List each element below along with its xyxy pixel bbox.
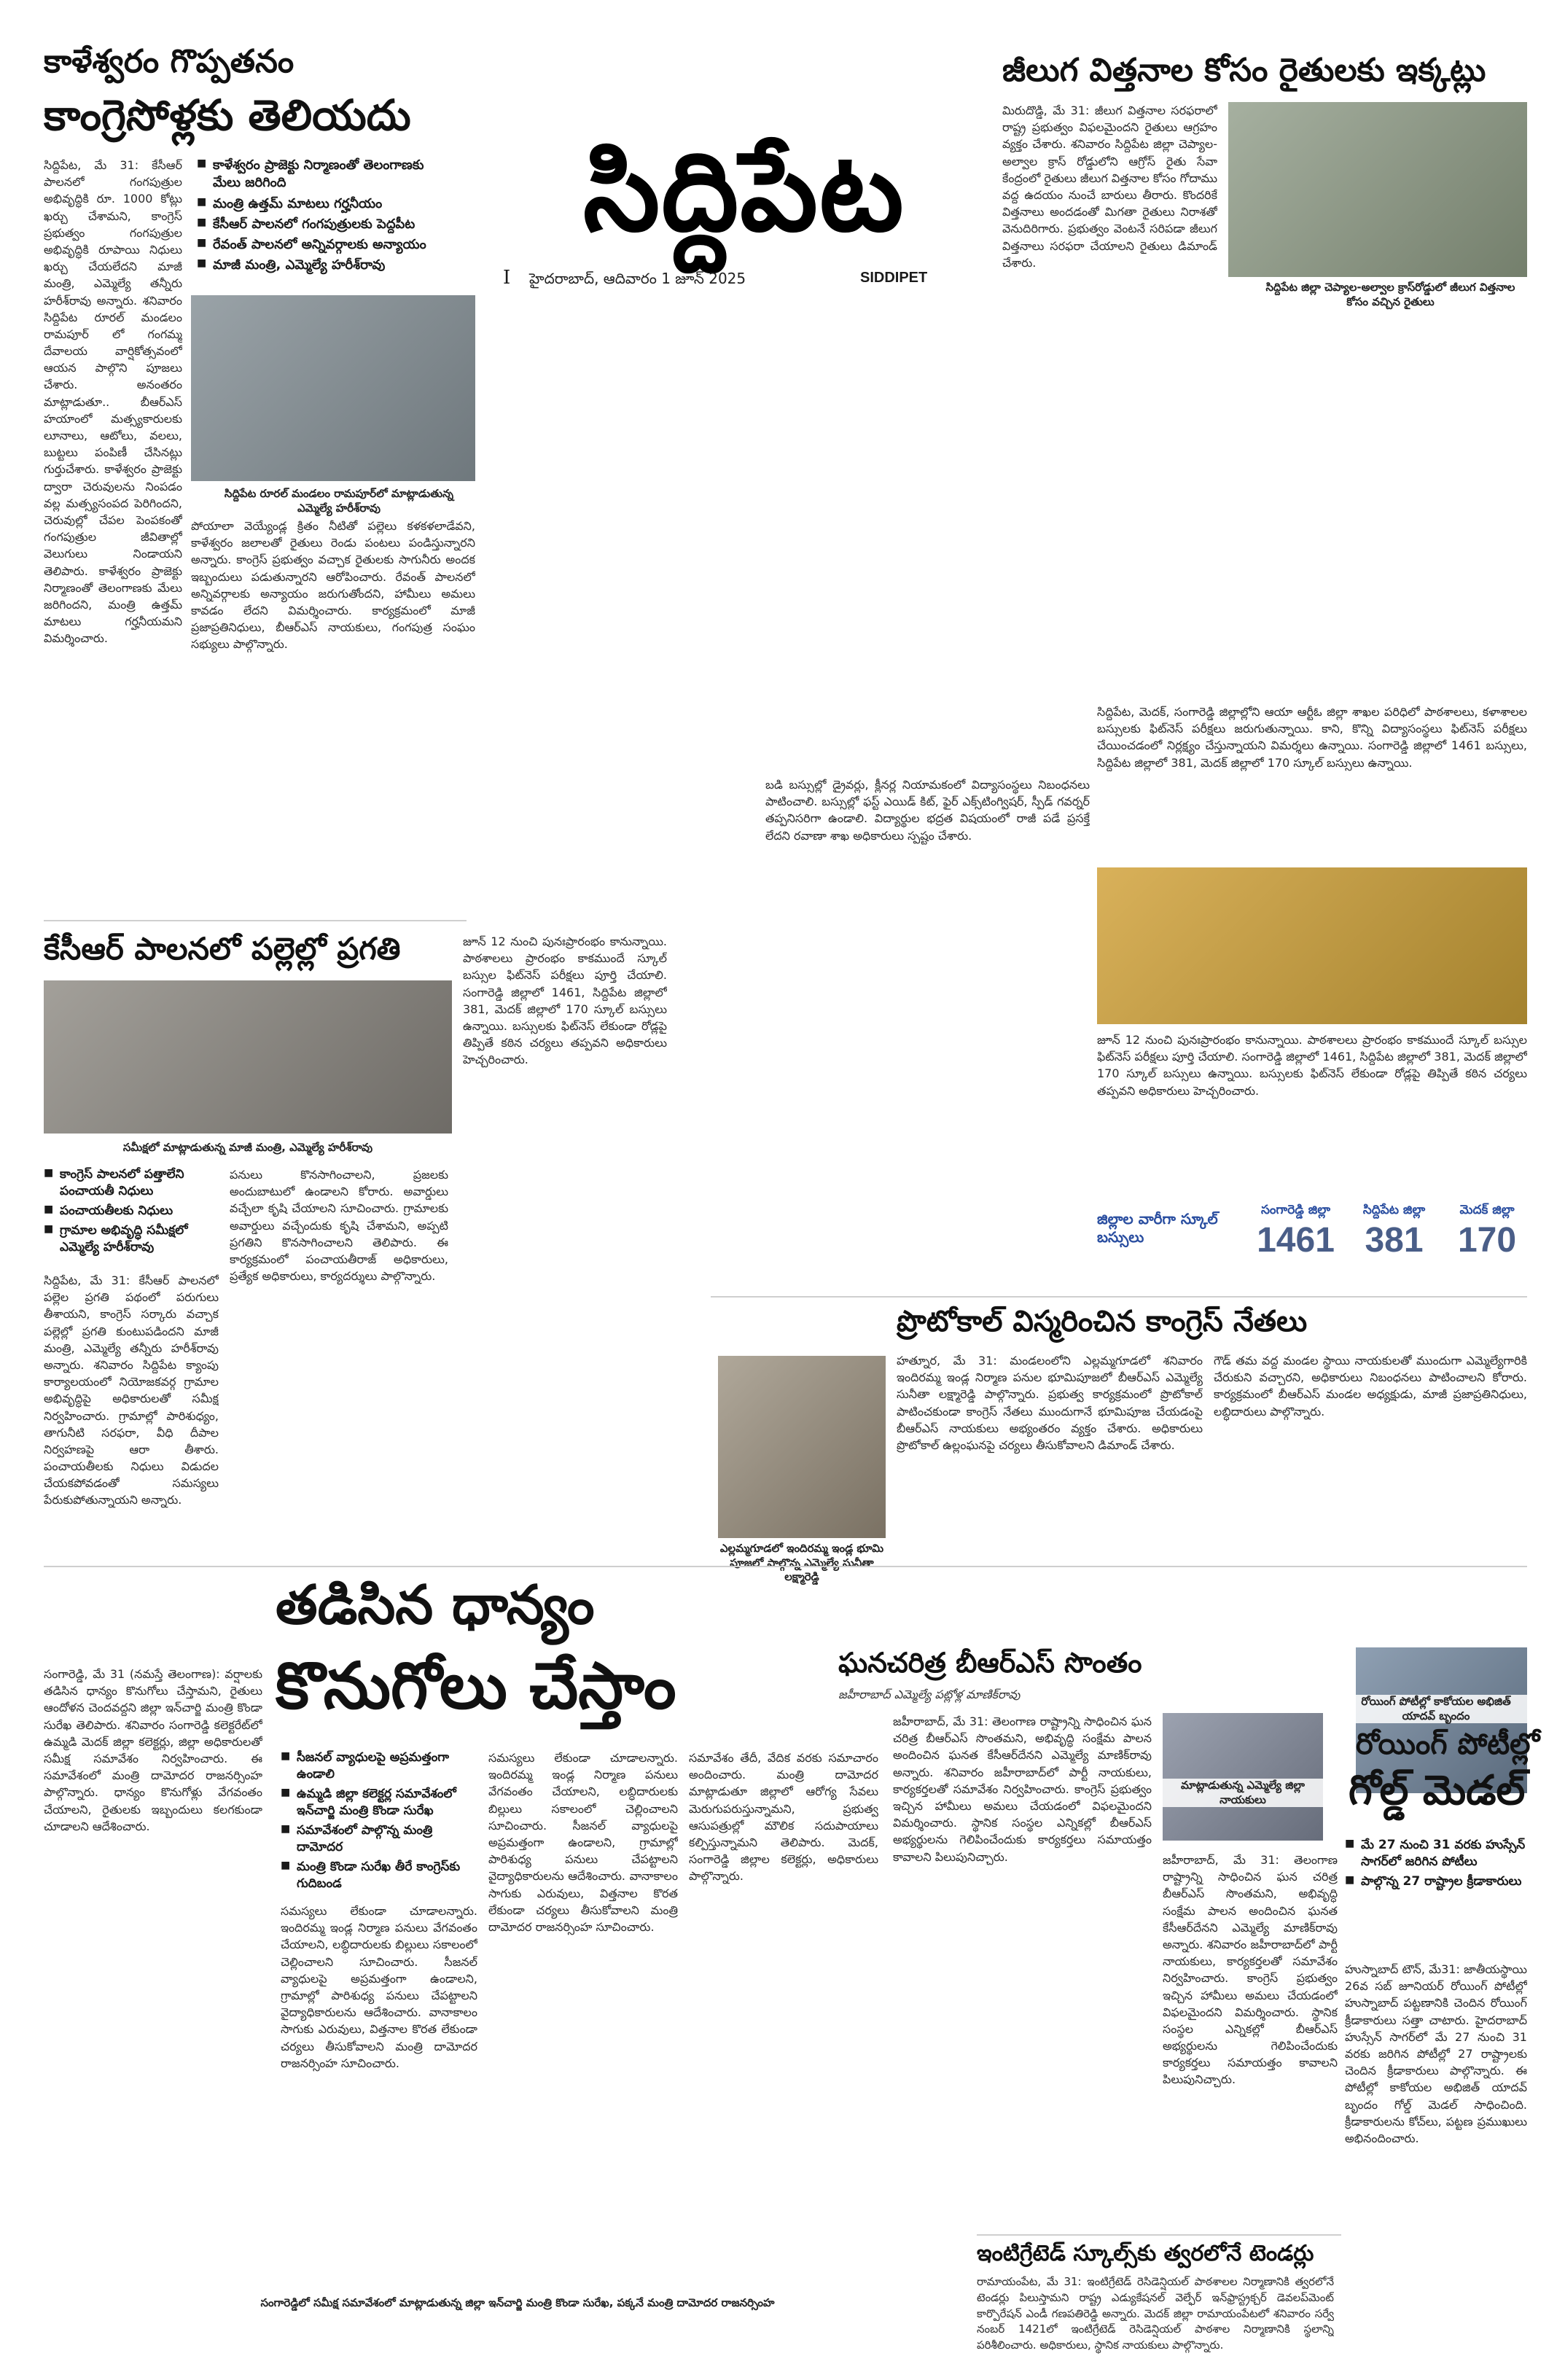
stat-label: మెదక్ జిల్లా <box>1459 1203 1515 1217</box>
stat-value: 170 <box>1457 1221 1517 1260</box>
buses-photo <box>1097 867 1527 1024</box>
seeds-headline: జీలుగ విత్తనాల కోసం రైతులకు ఇక్కట్లు <box>1002 52 1486 89</box>
buses-body-b: బడి బస్సుల్లో డ్రైవర్లు, క్లీనర్ల నియామక… <box>765 778 1090 843</box>
buses-body-a: జూన్ 12 నుంచి పునఃప్రారంభం కానున్నాయి. ప… <box>463 935 667 1067</box>
villages-bullets: కాంగ్రెస్ పాలనలో పత్తాలేని పంచాయతీ నిధుల… <box>44 1166 219 1259</box>
protocol-headline: ప్రొటోకాల్ విస్మరించిన కాంగ్రెస్ నేతలు <box>897 1305 1308 1338</box>
divider <box>711 1296 1527 1298</box>
bullet: మే 27 నుంచి 31 వరకు హుస్సేన్ సాగర్‌లో జర… <box>1345 1837 1527 1870</box>
grain-caption: సంగారెడ్డిలో సమీక్ష సమావేశంలో మాట్లాడుతు… <box>260 2296 775 2309</box>
rowing-headline-2: గోల్డ్ మెడల్ <box>1349 1767 1526 1814</box>
grain-headline-1: తడిసిన ధాన్యం <box>276 1574 595 1636</box>
brs-photo <box>1163 1713 1323 1841</box>
protocol-photo <box>718 1356 886 1538</box>
rowing-kicker: రోయింగ్ పోటీల్లో కాకోయల అభిజిత్ యాదవ్ బృ… <box>1345 1695 1527 1723</box>
kaleshwaram-caption: సిద్దిపేట రూరల్ మండలం రామపూర్‌లో మాట్లాడ… <box>224 487 454 515</box>
seeds-body: మిరుదొడ్డి, మే 31: జీలుగ విత్తనాల సరఫరాల… <box>1002 104 1217 270</box>
brs-body: జహీరాబాద్, మే 31: తెలంగాణ రాష్ట్రాన్ని స… <box>893 1714 1152 1864</box>
bullet: మంత్రి ఉత్తమ్ మాటలు గర్హనీయం <box>197 195 437 213</box>
masthead-dateline: హైదరాబాద్, ఆదివారం 1 జూన్ 2025 <box>529 270 746 287</box>
buses-lead: సిద్దిపేట, మెదక్, సంగారెడ్డి జిల్లాల్లోన… <box>1097 705 1527 770</box>
buses-body-c: జూన్ 12 నుంచి పునఃప్రారంభం కానున్నాయి. ప… <box>1097 1033 1527 1098</box>
divider <box>977 2234 1341 2236</box>
buses-stat-title: జిల్లాల వారీగా స్కూల్ బస్సులు <box>1097 1210 1218 1246</box>
brs-kicker: జహీరాబాద్ ఎమ్మెల్యే పట్లోళ్ల మాణిక్‌రావు <box>838 1688 1021 1701</box>
schools-headline: ఇంటిగ్రేటెడ్ స్కూల్స్‌కు త్వరలోనే టెండర్… <box>977 2241 1314 2266</box>
bullet: కేసీఆర్ పాలనలో గంగపుత్రులకు పెద్దపీట <box>197 216 437 233</box>
buses-stat-2: సిద్దిపేట జిల్లా 381 <box>1352 1203 1436 1260</box>
bullet: సీజనల్ వ్యాధులపై అప్రమత్తంగా ఉండాలి <box>281 1749 477 1783</box>
kaleshwaram-kicker: కాళేశ్వరం గొప్పతనం <box>44 43 294 80</box>
bullet: కాంగ్రెస్ పాలనలో పత్తాలేని పంచాయతీ నిధుల… <box>44 1166 219 1200</box>
villages-caption: సమీక్షలో మాట్లాడుతున్న మాజీ మంత్రి, ఎమ్మ… <box>122 1141 373 1154</box>
stat-label: సంగారెడ్డి జిల్లా <box>1260 1203 1330 1217</box>
bullet: మంత్రి కొండా సురేఖ తీరే కాంగ్రెస్‌కు గుద… <box>281 1859 477 1892</box>
kaleshwaram-bullets: కాళేశ్వరం ప్రాజెక్టు నిర్మాణంతో తెలంగాణక… <box>197 157 437 278</box>
grain-headline-2: కొనుగోలు చేస్తాం <box>276 1648 676 1723</box>
kaleshwaram-headline: కాంగ్రెసోళ్లకు తెలియదు <box>44 90 411 140</box>
buses-stat-1: సంగారెడ్డి జిల్లా 1461 <box>1250 1203 1341 1260</box>
rowing-headline-1: రోయింగ్ పోటీల్లో <box>1356 1728 1540 1761</box>
protocol-caption: ఎల్లమ్మగూడలో ఇందిరమ్మ ఇండ్ల భూమి పూజలో ప… <box>719 1542 884 1583</box>
bullet: ఉమ్మడి జిల్లా కలెక్టర్ల సమావేశంలో ఇన్‌చా… <box>281 1786 477 1819</box>
bullet: మాజీ మంత్రి, ఎమ్మెల్యే హరీశ్‌రావు <box>197 257 437 274</box>
villages-body2: పనులు కొనసాగించాలని, ప్రజలకు అందుబాటులో … <box>230 1168 448 1284</box>
masthead-title: సిద్దిపేట <box>583 128 905 256</box>
protocol-body: హత్నూర, మే 31: మండలంలోని ఎల్లమ్మగూడలో శన… <box>897 1354 1203 1452</box>
grain-body4: సమావేశం తేదీ, వేదిక వరకు సమాచారం అందించా… <box>689 1751 878 1884</box>
grain-body: సంగారెడ్డి, మే 31 (నమస్తే తెలంగాణ): వర్ష… <box>44 1667 262 1833</box>
kaleshwaram-photo <box>191 295 475 481</box>
grain-body2: సమస్యలు లేకుండా చూడాలన్నారు. ఇందిరమ్మ ఇం… <box>281 1904 477 2070</box>
brs-body2: జహీరాబాద్, మే 31: తెలంగాణ రాష్ట్రాన్ని స… <box>1163 1853 1338 2087</box>
villages-body: సిద్దిపేట, మే 31: కేసీఆర్ పాలనలో పల్లెల … <box>44 1273 219 1507</box>
brs-caption: మాట్లాడుతున్న ఎమ్మెల్యే జిల్లా నాయకులు <box>1163 1779 1323 1807</box>
brs-headline: ఘనచరిత్ర బీఆర్ఎస్ సొంతం <box>838 1647 1142 1679</box>
rowing-body: హుస్నాబాద్ టౌన్, మే31: జాతీయస్థాయి 26వ స… <box>1345 1962 1527 2145</box>
villages-photo <box>44 980 452 1134</box>
buses-stat-3: మెదక్ జిల్లా 170 <box>1447 1203 1527 1260</box>
schools-body: రామాయంపేట, మే 31: ఇంటిగ్రేటెడ్ రెసిడెన్ష… <box>977 2275 1334 2352</box>
stat-label: సిద్దిపేట జిల్లా <box>1362 1203 1426 1217</box>
divider <box>44 1566 1527 1567</box>
bullet: కాళేశ్వరం ప్రాజెక్టు నిర్మాణంతో తెలంగాణక… <box>197 157 437 192</box>
bullet: పాల్గొన్న 27 రాష్ట్రాల క్రీడాకారులు <box>1345 1873 1527 1890</box>
protocol-body2: గౌడ్ తమ వద్ద మండల స్థాయి నాయకులతో ముందుగ… <box>1214 1354 1527 1419</box>
stat-value: 1461 <box>1257 1221 1335 1260</box>
bullet: పంచాయతీలకు నిధులు <box>44 1203 219 1220</box>
issue-mark: I <box>503 267 511 289</box>
bullet: గ్రామాల అభివృద్ధి సమీక్షలో ఎమ్మెల్యే హరీ… <box>44 1222 219 1256</box>
grain-bullets: సీజనల్ వ్యాధులపై అప్రమత్తంగా ఉండాలి ఉమ్మ… <box>281 1749 477 1895</box>
rowing-bullets: మే 27 నుంచి 31 వరకు హుస్సేన్ సాగర్‌లో జర… <box>1345 1837 1527 1893</box>
stat-value: 381 <box>1365 1221 1424 1260</box>
bullet: సమావేశంలో పాల్గొన్న మంత్రి దామోదర <box>281 1822 477 1856</box>
divider <box>44 920 467 921</box>
seeds-caption: సిద్దిపేట జిల్లా చెప్యాల-అల్వాల క్రాస్‌ర… <box>1265 281 1515 308</box>
grain-body3: సమస్యలు లేకుండా చూడాలన్నారు. ఇందిరమ్మ ఇం… <box>488 1751 678 1934</box>
kaleshwaram-body-mid: పోయాలా వెయ్యేండ్ల క్రితం నీటితో పల్లెలు … <box>191 519 475 652</box>
bullet: రేవంత్ పాలనలో అన్నివర్గాలకు అన్యాయం <box>197 236 437 254</box>
masthead-edition: SIDDIPET <box>860 270 928 286</box>
seeds-photo <box>1228 102 1527 277</box>
kaleshwaram-body-left: సిద్దిపేట, మే 31: కేసీఆర్ పాలనలో గంగపుత్… <box>44 158 182 646</box>
villages-headline: కేసీఆర్ పాలనలో పల్లెల్లో ప్రగతి <box>44 931 401 967</box>
